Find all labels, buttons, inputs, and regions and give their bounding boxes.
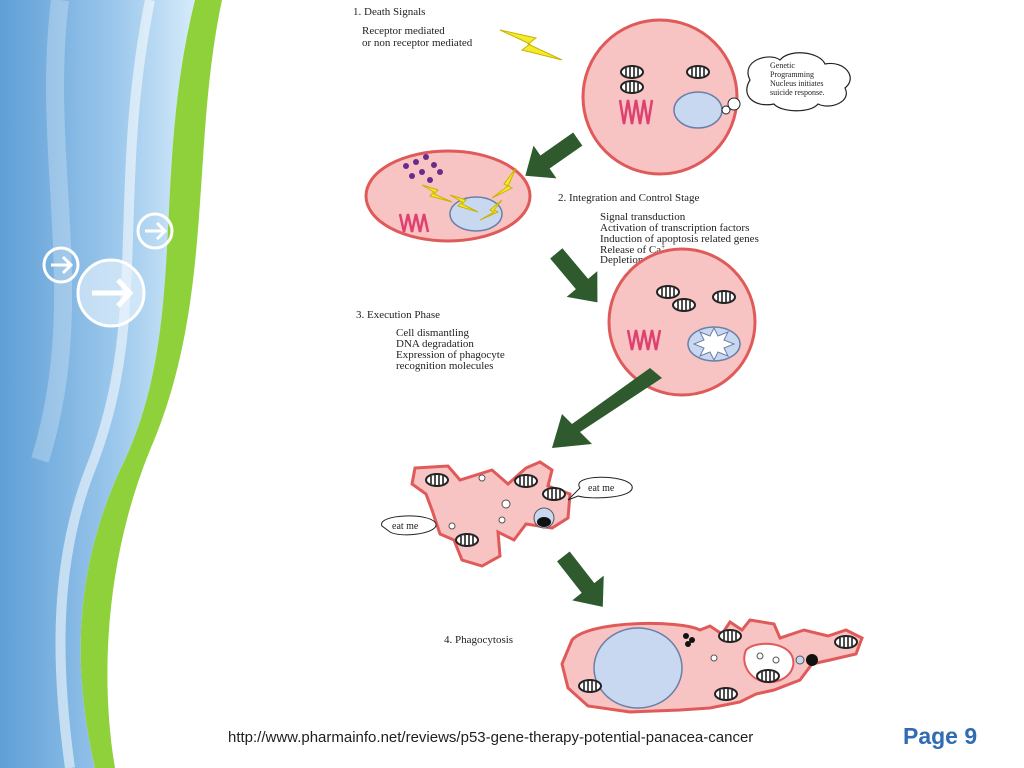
stage3-title: 3. Execution Phase xyxy=(356,309,440,321)
down-arrow-icon xyxy=(547,544,619,620)
bubble-line: Programming xyxy=(770,70,814,79)
apoptotic-cell xyxy=(410,460,572,568)
eat-me-bubble: eat me xyxy=(567,476,633,501)
bubble-line: Nucleus initiates xyxy=(770,79,824,88)
stage2-line: Release of Ca+ xyxy=(600,243,665,256)
signaling-cell xyxy=(364,149,532,243)
phagocyte-cell xyxy=(560,618,864,714)
eat-me-label: eat me xyxy=(392,521,419,532)
bubble-line: suicide response. xyxy=(770,88,825,97)
apoptosis-diagram: 1. Death Signals Receptor mediated or no… xyxy=(353,6,864,714)
stage1-title: 1. Death Signals xyxy=(353,6,425,18)
sidebar-decoration xyxy=(0,0,223,768)
stage3-line: DNA degradation xyxy=(396,338,474,350)
stage1-line: Receptor mediated xyxy=(362,25,445,37)
stage2-ca-text: Release of Ca xyxy=(600,244,661,256)
sidebar-blue-panel xyxy=(0,0,195,768)
stage3-line: Cell dismantling xyxy=(396,327,470,339)
page-number: Page 9 xyxy=(903,723,978,749)
eat-me-label: eat me xyxy=(588,483,615,494)
eat-me-bubble: eat me xyxy=(381,515,437,536)
stage1-line: or non receptor mediated xyxy=(362,37,473,49)
stage3-line: recognition molecules xyxy=(396,360,493,372)
stage2-line: Induction of apoptosis related genes xyxy=(600,233,759,245)
arrow-circle-icon xyxy=(76,258,146,328)
sidebar-white-curve xyxy=(55,0,155,768)
sidebar-white-curve-2 xyxy=(31,0,73,463)
stage2-ca-superscript: + xyxy=(661,243,665,251)
down-arrow-icon xyxy=(552,368,662,448)
healthy-cell xyxy=(581,18,739,176)
arrow-circle-icon xyxy=(136,212,174,250)
source-url: http://www.pharmainfo.net/reviews/p53-ge… xyxy=(228,729,754,746)
stage2-line: Signal transduction xyxy=(600,211,686,223)
stage3-line: Expression of phagocyte xyxy=(396,349,505,361)
arrow-circle-icon xyxy=(42,246,80,284)
sidebar-green-stripe xyxy=(80,0,223,768)
stage2-line: Activation of transcription factors xyxy=(600,222,749,234)
lightning-icon xyxy=(499,29,563,61)
thought-bubble: Genetic Programming Nucleus initiates su… xyxy=(721,52,851,115)
bubble-line: Genetic xyxy=(770,61,795,70)
executing-cell xyxy=(607,247,757,397)
stage4-title: 4. Phagocytosis xyxy=(444,634,513,646)
stage2-title: 2. Integration and Control Stage xyxy=(558,192,700,204)
